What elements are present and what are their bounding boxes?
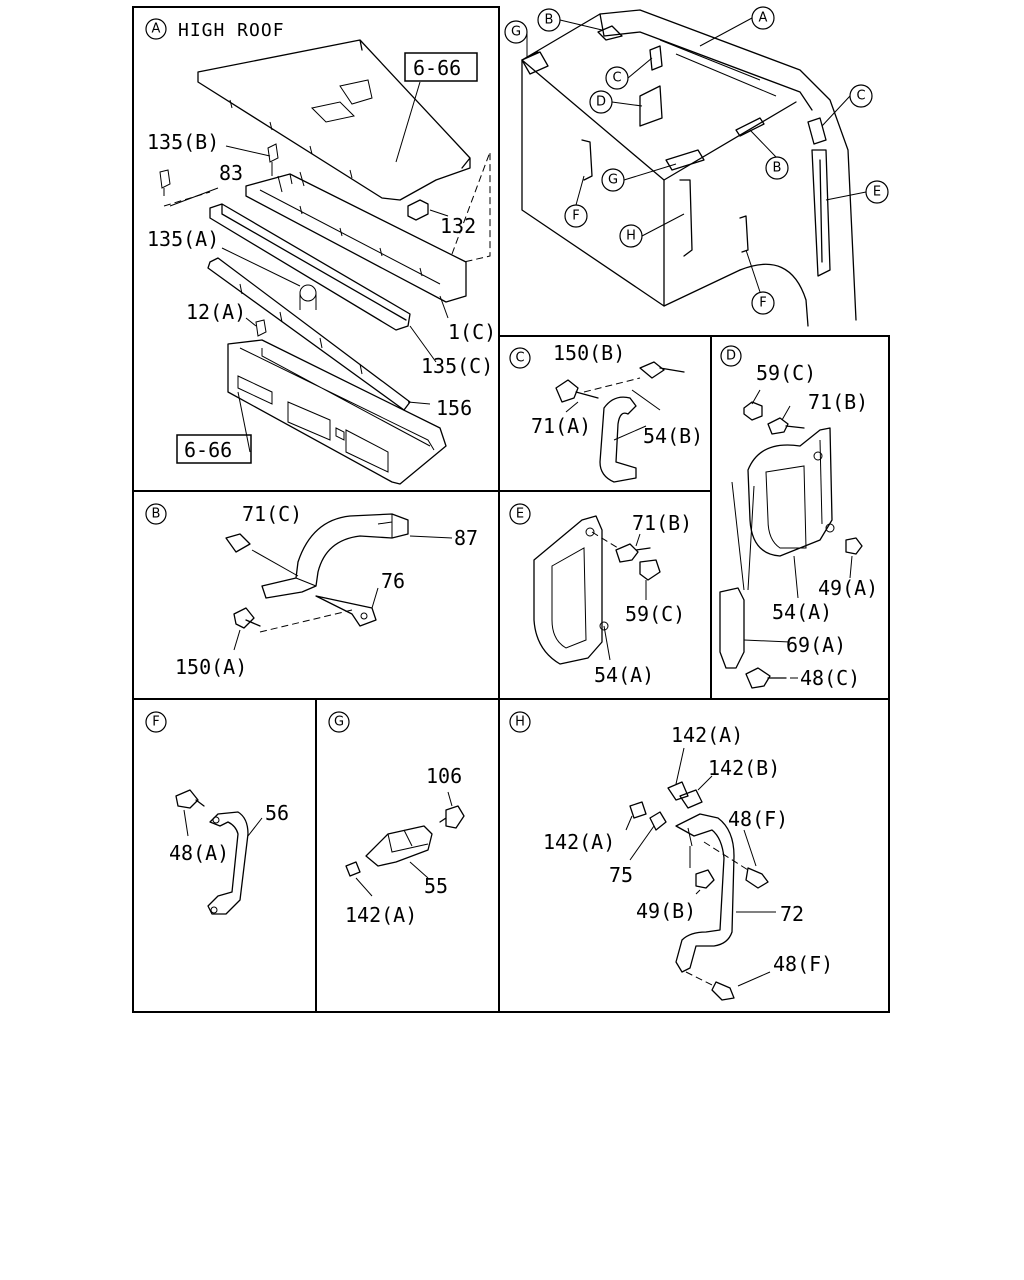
step-55	[365, 825, 433, 867]
panel-a: A HIGH ROOF	[145, 18, 496, 485]
label-1c: 1(C)	[448, 320, 496, 344]
svg-text:G: G	[334, 715, 344, 730]
panel-letter-h	[509, 711, 531, 733]
panel-e: E 71(B) 59(C) 54(A)	[509, 503, 692, 687]
panel-letter-d	[720, 345, 742, 367]
ref-box-top	[404, 52, 478, 82]
panel-letter-a	[145, 18, 167, 40]
overview-callouts: G B A C D C B E G H F F	[504, 6, 889, 315]
label-71b-e: 71(B)	[632, 511, 692, 535]
svg-text:D: D	[726, 349, 736, 364]
panel-a-title: HIGH ROOF	[178, 20, 285, 41]
rail-135c	[209, 203, 411, 331]
label-56: 56	[265, 801, 289, 825]
svg-text:B: B	[545, 13, 554, 28]
grab-handle-54b	[599, 396, 637, 483]
panel-h: H 142(A) 142(B) 142(A) 48(F) 75 49(B) 72…	[509, 711, 833, 1001]
bar-72	[675, 813, 735, 973]
panel-d: D 59(C) 71(B) 49(A) 54(A) 69(A) 48(C)	[719, 345, 878, 690]
panel-f: F 56 48(A)	[145, 711, 289, 915]
ref-box-bottom	[176, 434, 252, 464]
label-54a-e: 54(A)	[594, 663, 654, 687]
rail-156	[207, 257, 411, 411]
svg-text:F: F	[152, 715, 159, 730]
label-106: 106	[426, 764, 462, 788]
label-76: 76	[381, 569, 405, 593]
label-54b: 54(B)	[643, 424, 703, 448]
svg-text:B: B	[152, 507, 161, 522]
bracket-69a	[719, 587, 745, 669]
label-59c-e: 59(C)	[625, 602, 685, 626]
ref-label-bottom: 6-66	[184, 438, 232, 462]
label-135c: 135(C)	[421, 354, 493, 378]
panel-letter-a-text: A	[152, 22, 161, 37]
svg-text:C: C	[612, 71, 621, 86]
grab-handle-87	[261, 513, 409, 599]
svg-text:C: C	[856, 89, 865, 104]
svg-text:F: F	[572, 209, 579, 224]
cab-overview: G B A C D C B E G H F F	[504, 6, 889, 327]
label-83: 83	[219, 161, 243, 185]
label-150a: 150(A)	[175, 655, 247, 679]
panel-b: B 71(C) 87 76 150(A)	[145, 502, 478, 679]
label-142b: 142(B)	[708, 756, 780, 780]
label-156: 156	[436, 396, 472, 420]
label-48f-top: 48(F)	[728, 807, 788, 831]
ref-label-top: 6-66	[413, 56, 461, 80]
label-59c-d: 59(C)	[756, 361, 816, 385]
panel-letter-f	[145, 711, 167, 733]
svg-text:B: B	[773, 161, 782, 176]
panel-frames	[132, 6, 890, 1013]
panel-g: G 106 55 142(A)	[328, 711, 465, 927]
svg-text:D: D	[596, 95, 606, 110]
label-71a: 71(A)	[531, 414, 591, 438]
label-12a: 12(A)	[186, 300, 246, 324]
panel-letter-c	[509, 347, 531, 369]
svg-text:H: H	[626, 229, 636, 244]
label-142a-left: 142(A)	[543, 830, 615, 854]
svg-text:E: E	[516, 507, 524, 522]
label-54a-d: 54(A)	[772, 600, 832, 624]
label-150b: 150(B)	[553, 341, 625, 365]
label-48a: 48(A)	[169, 841, 229, 865]
label-72: 72	[780, 902, 804, 926]
label-132: 132	[440, 214, 476, 238]
roof-panel	[197, 39, 471, 201]
grip-54a	[747, 427, 833, 557]
svg-text:F: F	[759, 296, 766, 311]
svg-text:A: A	[759, 11, 768, 26]
label-135a: 135(A)	[147, 227, 219, 251]
panel-letter-e	[509, 503, 531, 525]
label-49a: 49(A)	[818, 576, 878, 600]
grip-54a-e	[533, 515, 603, 665]
label-48c: 48(C)	[800, 666, 860, 690]
panel-letter-g	[328, 711, 350, 733]
svg-text:H: H	[515, 715, 525, 730]
svg-text:E: E	[873, 185, 881, 200]
label-69a: 69(A)	[786, 633, 846, 657]
label-75: 75	[609, 863, 633, 887]
label-142a-top: 142(A)	[671, 723, 743, 747]
panel-letter-b	[145, 503, 167, 525]
label-48f-bottom: 48(F)	[773, 952, 833, 976]
label-49b: 49(B)	[636, 899, 696, 923]
label-55: 55	[424, 874, 448, 898]
panel-c: C 150(B) 71(A) 54(B)	[509, 341, 703, 483]
label-71b-d: 71(B)	[808, 390, 868, 414]
label-71c: 71(C)	[242, 502, 302, 526]
svg-text:G: G	[608, 173, 618, 188]
grab-bar-56	[207, 811, 249, 915]
label-135b: 135(B)	[147, 130, 219, 154]
label-87: 87	[454, 526, 478, 550]
overhead-console	[227, 339, 447, 485]
svg-text:C: C	[515, 351, 524, 366]
svg-text:G: G	[511, 25, 521, 40]
label-142a-g: 142(A)	[345, 903, 417, 927]
